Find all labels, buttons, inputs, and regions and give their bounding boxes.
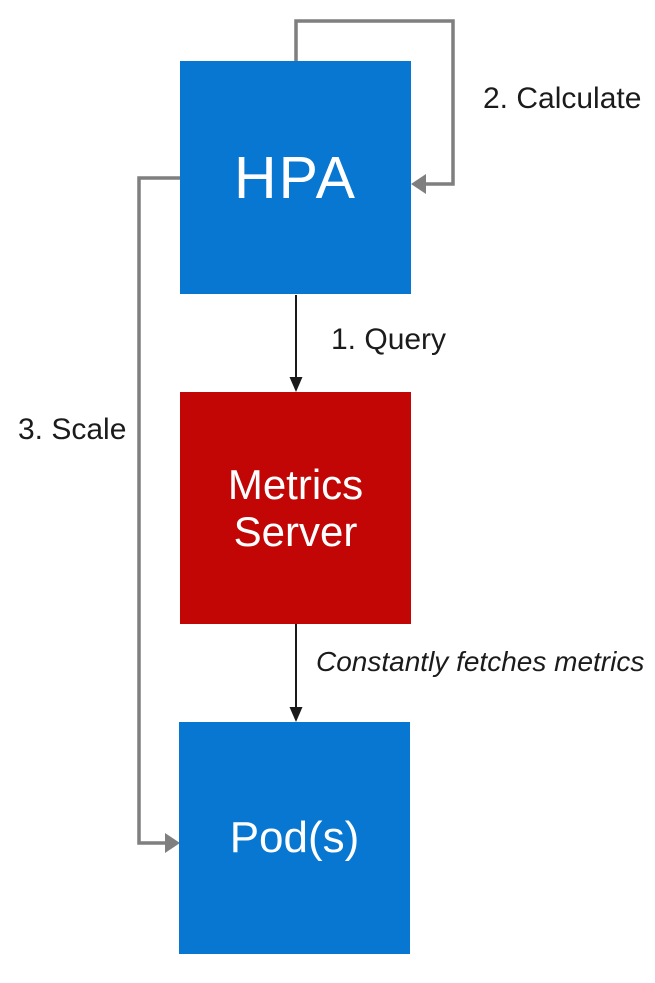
scale-edge-label: 3. Scale: [18, 413, 127, 446]
hpa-node: HPA: [180, 61, 411, 294]
query-arrowhead-icon: [289, 377, 303, 392]
calculate-edge-label: 2. Calculate: [483, 82, 642, 115]
query-edge-label: 1. Query: [331, 323, 447, 356]
fetch-arrowhead-icon: [289, 707, 303, 722]
calculate-loop-arrow: [294, 19, 455, 194]
metrics-server-node-label: Metrics Server: [227, 460, 364, 555]
query-arrow: [289, 295, 303, 392]
pods-node-label: Pod(s): [229, 813, 360, 862]
fetch-edge-label: Constantly fetches metrics: [316, 646, 645, 677]
scale-arrowhead-icon: [165, 833, 180, 853]
calculate-arrowhead-icon: [411, 174, 426, 194]
hpa-node-label: HPA: [234, 144, 357, 211]
metrics-server-node: Metrics Server: [180, 392, 411, 624]
scale-arrow: [137, 176, 180, 853]
pods-node: Pod(s): [179, 722, 410, 954]
fetch-arrow: [289, 624, 303, 722]
